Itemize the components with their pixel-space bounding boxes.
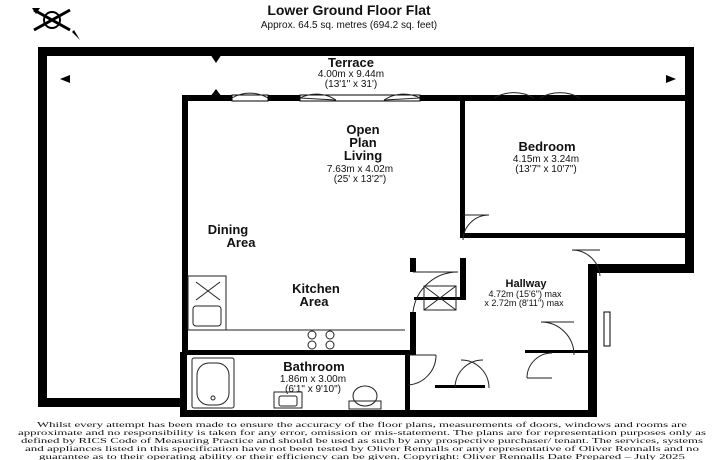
kitchen-units (187, 275, 457, 350)
terrace-dim-metric: 4.00m x 9.44m (318, 69, 384, 80)
disclaimer: Whilst every attempt has been made to en… (18, 420, 706, 460)
outer-walls (38, 47, 694, 417)
bathroom-dim-metric: 1.86m x 3.00m (280, 374, 346, 385)
kitchen-name-1: Kitchen (292, 281, 340, 296)
bathroom-name: Bathroom (283, 359, 344, 374)
terrace-dim-imperial: (13'1" x 31') (325, 79, 377, 90)
plan-area: Approx. 64.5 sq. metres (694.2 sq. feet) (261, 20, 437, 31)
hallway-dim-2: x 2.72m (8'11") max (484, 298, 564, 308)
bathroom-dim-imperial: (6'1" x 9'10") (285, 384, 341, 395)
living-name-1: Open (346, 122, 379, 137)
inner-walls (182, 95, 690, 412)
bedroom-dim-imperial: (13'7" x 10'7") (515, 164, 577, 175)
kitchen-name-2: Area (300, 294, 330, 309)
disclaimer-line: Whilst every attempt has been made to en… (37, 420, 688, 429)
disclaimer-line: and appliances listed in this specificat… (25, 444, 699, 453)
disclaimer-line: defined by RICS Code of Measuring Practi… (21, 436, 703, 445)
terrace-arrows (60, 54, 676, 97)
living-dim-imperial: (25' x 13'2") (334, 174, 386, 185)
living-dim-metric: 7.63m x 4.02m (327, 164, 393, 175)
hallway-name: Hallway (506, 278, 548, 290)
compass-icon (32, 8, 80, 40)
plan-title: Lower Ground Floor Flat (267, 2, 431, 18)
bedroom-dim-metric: 4.15m x 3.24m (513, 154, 579, 165)
disclaimer-line: approximate and no responsibility is tak… (18, 428, 706, 437)
bathroom-fixtures (191, 357, 382, 410)
windows (231, 94, 611, 347)
living-name-2: Plan (349, 135, 377, 150)
terrace-name: Terrace (328, 55, 374, 70)
bedroom-name: Bedroom (518, 139, 575, 154)
living-name-3: Living (344, 148, 382, 163)
disclaimer-line: guarantee as to their operating ability … (39, 452, 685, 460)
dining-name-1: Dining (208, 222, 248, 237)
doors (231, 92, 601, 389)
dining-name-2: Area (227, 235, 257, 250)
hallway-dim-1: 4.72m (15'6") max (489, 289, 562, 299)
